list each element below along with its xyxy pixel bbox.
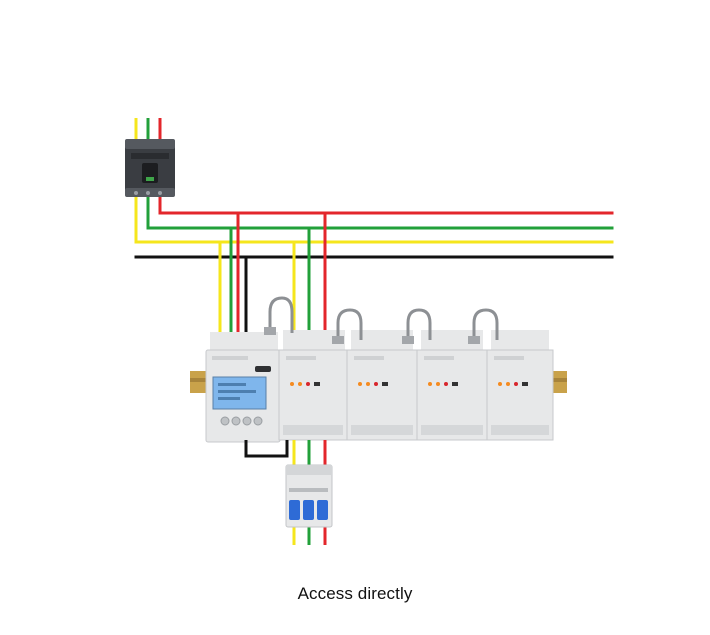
module-3-led-1	[428, 382, 432, 386]
module-2-led-3	[374, 382, 378, 386]
mcb-handle-3	[317, 500, 328, 520]
mcb-tie-bar	[289, 488, 328, 492]
module-2-terminals	[351, 425, 413, 435]
wire-black-loop	[244, 440, 289, 458]
module-2-led-1	[358, 382, 362, 386]
bus-wires	[134, 148, 614, 259]
meter-module-1	[278, 330, 348, 441]
menu-button-3	[242, 416, 252, 426]
lcd-line-2	[218, 390, 256, 393]
module-1-led-2	[298, 382, 302, 386]
module-4-terminals	[491, 425, 549, 435]
ct-clamp-2	[332, 336, 344, 344]
wire-green-bus	[146, 148, 614, 230]
module-1-top	[283, 330, 345, 350]
module-2-label	[354, 356, 384, 360]
drop-wires	[218, 213, 327, 335]
module-3-top	[421, 330, 483, 350]
ct-loop-3	[406, 308, 432, 340]
module-1-led-4	[314, 382, 320, 386]
ct-loop-4	[472, 308, 499, 340]
module-1-led-3	[306, 382, 310, 386]
main-meter-module	[205, 332, 281, 443]
module-2-led-2	[366, 382, 370, 386]
module-3-led-4	[452, 382, 458, 386]
ct-clamp-1	[264, 327, 276, 335]
breaker-toggle-window	[146, 177, 154, 181]
module-1-label	[286, 356, 316, 360]
meter-module-4	[486, 330, 554, 441]
ct-loop-1	[268, 296, 294, 333]
main-module-label	[212, 356, 248, 360]
ct-loop-2	[336, 308, 363, 340]
miniature-breaker	[285, 464, 333, 528]
module-4-label	[494, 356, 524, 360]
module-4-top	[491, 330, 549, 350]
din-rail	[190, 371, 567, 393]
din-rail-left-groove	[190, 378, 210, 382]
module-4-led-3	[514, 382, 518, 386]
lcd-line-3	[218, 397, 240, 400]
menu-button-1	[220, 416, 230, 426]
mcb-top-band	[286, 465, 332, 475]
module-4-led-2	[506, 382, 510, 386]
ct-loops	[264, 296, 499, 344]
menu-button-4	[253, 416, 263, 426]
wire-red-bus	[158, 148, 614, 215]
module-3-label	[424, 356, 454, 360]
module-1-led-1	[290, 382, 294, 386]
diagram-caption: Access directly	[297, 584, 413, 603]
ct-clamp-4	[468, 336, 480, 344]
mcb-wires	[292, 440, 327, 545]
main-breaker	[125, 139, 175, 197]
mcb-handle-2	[303, 500, 314, 520]
breaker-screw-2	[146, 191, 150, 195]
breaker-top-cap	[125, 139, 175, 149]
mcb-handle-1	[289, 500, 300, 520]
menu-button-2	[231, 416, 241, 426]
breaker-label-strip	[131, 153, 169, 159]
ct-clamp-3	[402, 336, 414, 344]
main-module-top	[210, 332, 278, 350]
din-rail-right-groove	[553, 378, 567, 382]
breaker-screw-3	[158, 191, 162, 195]
meter-module-3	[416, 330, 488, 441]
module-1-terminals	[283, 425, 343, 435]
module-3-terminals	[421, 425, 483, 435]
incoming-wires	[134, 118, 162, 140]
lcd-line-1	[218, 383, 246, 386]
meter-module-2	[346, 330, 418, 441]
module-3-led-2	[436, 382, 440, 386]
module-3-led-3	[444, 382, 448, 386]
breaker-screw-1	[134, 191, 138, 195]
module-4-led-1	[498, 382, 502, 386]
module-4-led-4	[522, 382, 528, 386]
main-module-badge	[255, 366, 271, 372]
module-2-led-4	[382, 382, 388, 386]
module-2-top	[351, 330, 413, 350]
breaker-bottom-cap	[125, 188, 175, 197]
